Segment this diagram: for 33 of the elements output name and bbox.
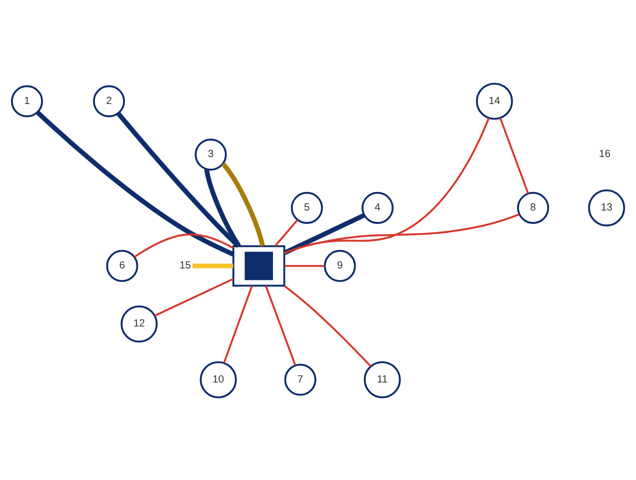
node-circle: 14 [476,82,513,120]
node-circle: 4 [362,191,394,224]
node-circle: 1 [10,84,43,117]
node-circle: 10 [200,360,237,398]
connector [284,212,366,255]
node-circle: 8 [517,191,550,224]
connector [499,117,530,194]
node-circle: 7 [284,363,316,396]
connector [284,284,372,366]
connector [223,285,253,363]
node-circle: 3 [194,138,227,170]
node-circle: 13 [588,188,626,226]
connector [221,162,265,246]
node-circle: 11 [364,360,401,398]
node-circle: 5 [290,191,323,224]
label: 16 [598,148,610,160]
connector [134,233,234,258]
node-circle: 9 [324,249,356,282]
node-circle: 12 [120,304,158,342]
connector [36,110,234,256]
connector [274,218,298,246]
connector [154,278,234,316]
connector [284,213,520,254]
node-text: 15 [180,260,192,272]
connector [204,168,241,247]
connector [192,263,234,268]
connector [284,117,490,254]
connector [116,111,240,248]
node-box [232,244,286,286]
node-circle: 6 [106,249,138,282]
connector [284,264,325,266]
node-circle: 2 [92,84,125,117]
connector [264,285,296,366]
